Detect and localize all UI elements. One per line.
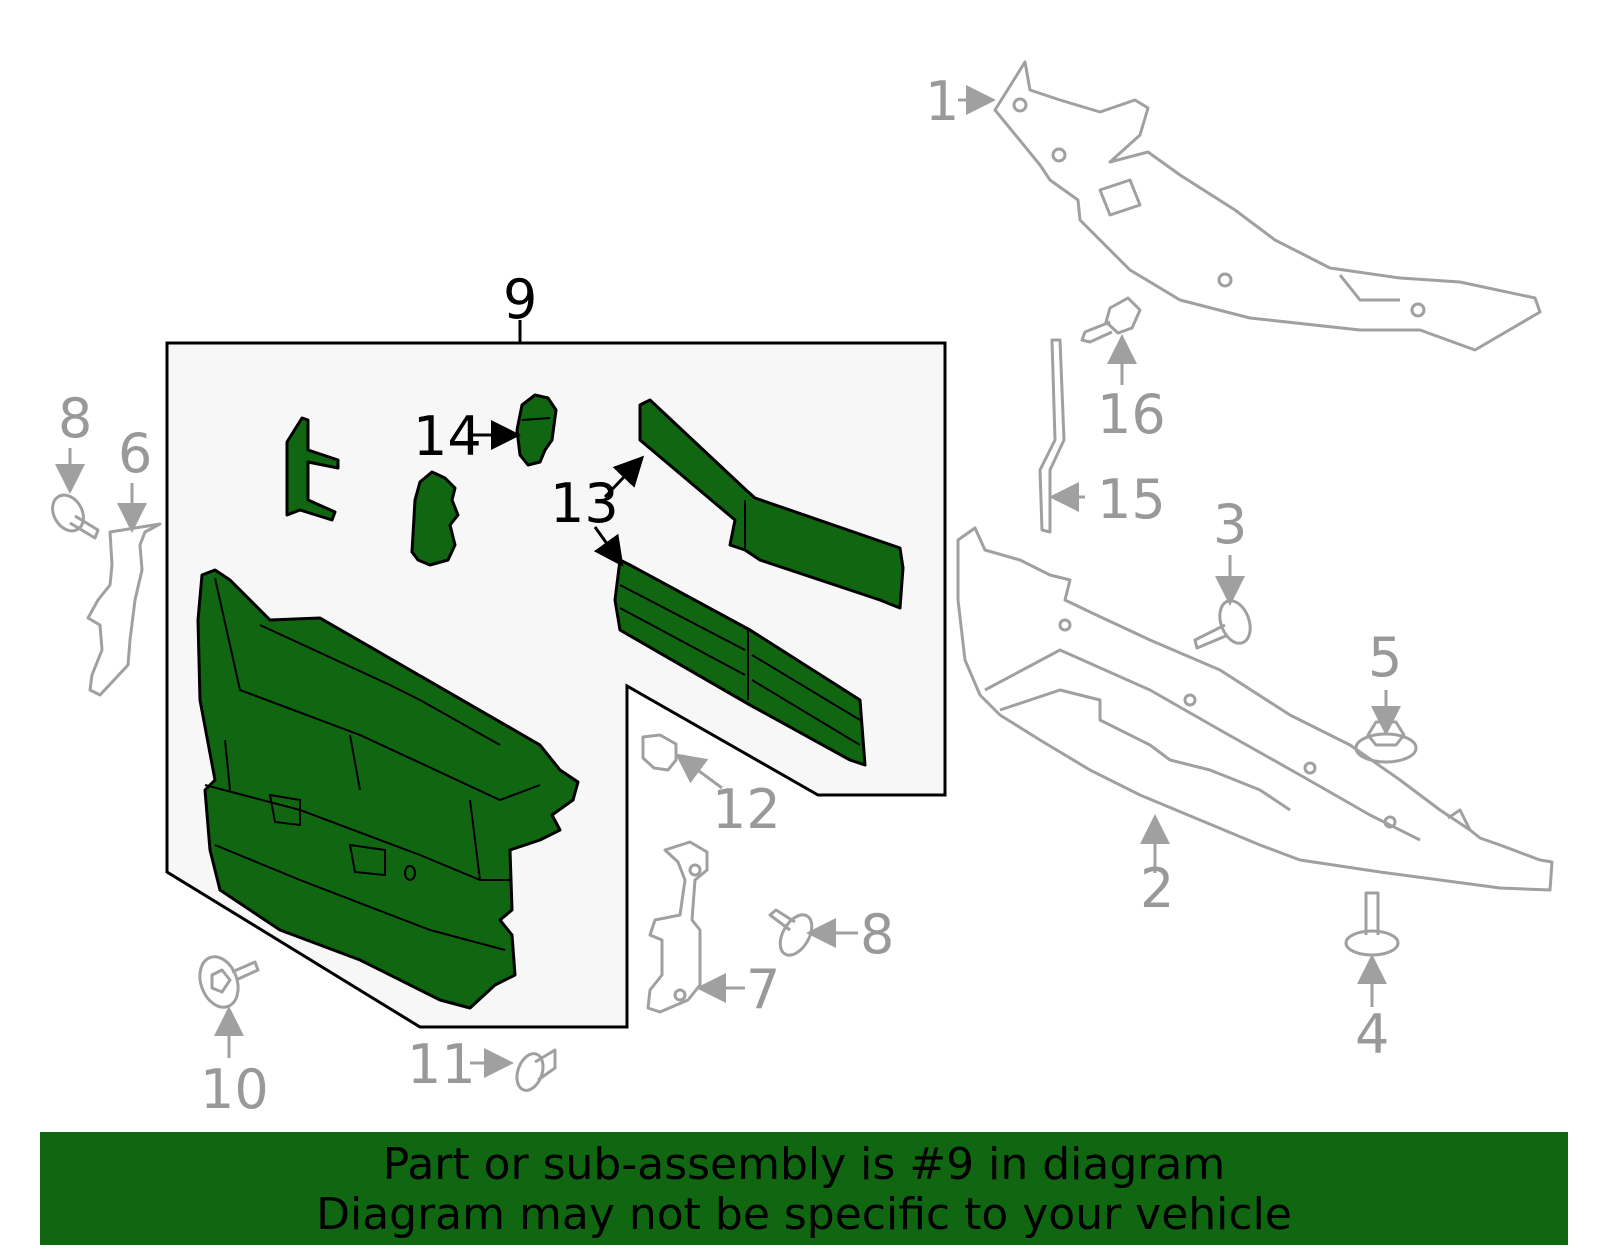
- part-3-push-pin: [1193, 599, 1252, 650]
- callout-9: 9: [503, 268, 537, 331]
- part-4-bolt: [1344, 891, 1400, 957]
- callout-14: 14: [413, 405, 482, 468]
- part-6-bracket: [86, 522, 162, 697]
- part-7-bracket: [646, 840, 709, 1014]
- callout-15: 15: [1097, 468, 1166, 531]
- callout-4: 4: [1355, 1003, 1389, 1066]
- callout-1: 1: [925, 70, 959, 133]
- callout-3: 3: [1213, 493, 1247, 556]
- part-16-bolt: [1080, 296, 1142, 344]
- part-12-clip: [641, 733, 678, 772]
- part-2-lower-deflector: [956, 526, 1554, 892]
- part-9-main-support: [196, 568, 580, 1010]
- part-13-shutter-lower: [613, 558, 867, 767]
- leader-12: [675, 753, 723, 790]
- disclaimer-banner: Part or sub-assembly is #9 in diagram Di…: [40, 1132, 1568, 1245]
- callout-13: 13: [550, 472, 619, 535]
- leader-13-upper: [603, 455, 645, 499]
- part-1-upper-cover: [993, 60, 1542, 352]
- part-10-nut-clip: [198, 955, 260, 1009]
- part-11-push-pin: [515, 1048, 557, 1092]
- part-9-small-bracket: [285, 416, 340, 522]
- part-8-push-pin-right: [768, 908, 814, 957]
- callout-10: 10: [200, 1058, 269, 1121]
- callout-11: 11: [407, 1033, 476, 1096]
- part-15-bracket: [1038, 338, 1066, 534]
- part-9-clip: [410, 470, 460, 567]
- callout-7: 7: [746, 958, 780, 1021]
- callout-2: 2: [1140, 857, 1174, 920]
- callout-6: 6: [118, 422, 152, 485]
- callout-8-left: 8: [58, 387, 92, 450]
- callout-5: 5: [1368, 626, 1402, 689]
- part-8-push-pin-left: [51, 493, 100, 540]
- callout-16: 16: [1097, 383, 1166, 446]
- banner-line-1: Part or sub-assembly is #9 in diagram: [382, 1139, 1226, 1190]
- callout-8-right: 8: [860, 903, 894, 966]
- callout-12: 12: [712, 778, 781, 841]
- part-13-shutter-upper: [638, 398, 905, 610]
- banner-line-2: Diagram may not be specific to your vehi…: [316, 1189, 1292, 1240]
- leader-13-lower: [593, 526, 624, 567]
